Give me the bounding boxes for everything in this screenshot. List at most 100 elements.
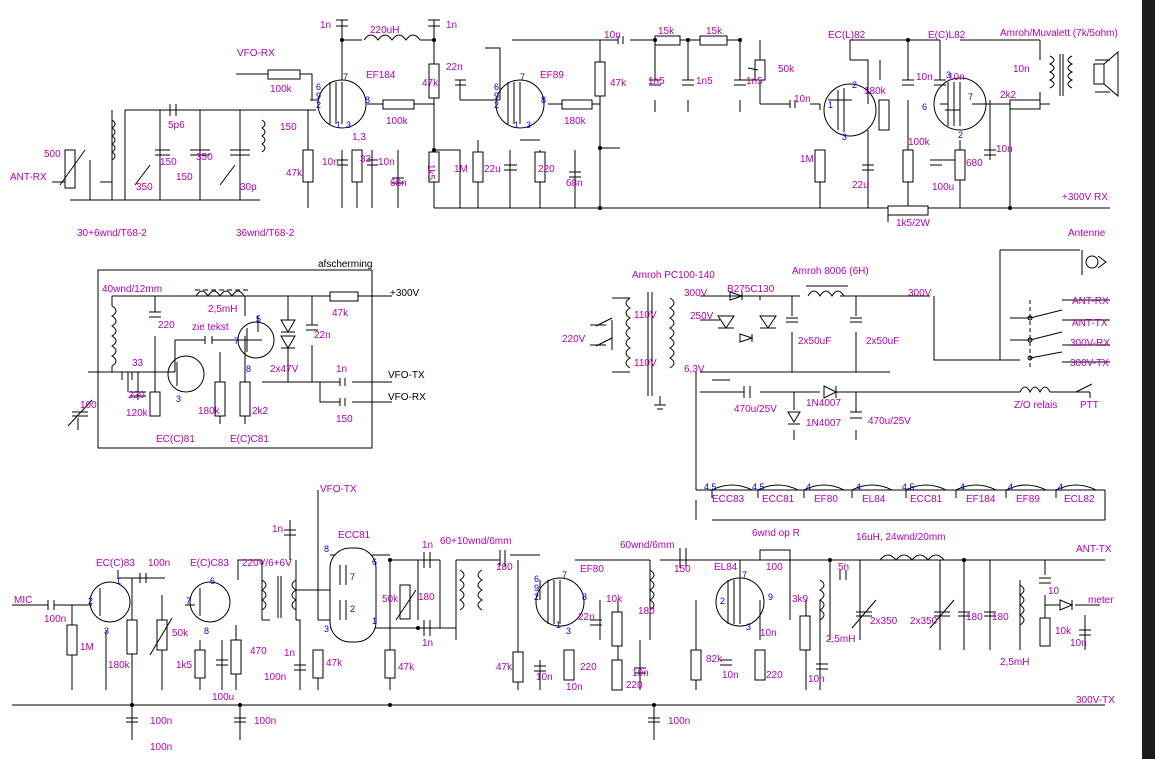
tx-mod-pin-2: 7 xyxy=(186,596,191,606)
rx-audio1-part-6: 10n xyxy=(916,72,933,83)
tx-mic-pin-2: 2 xyxy=(88,596,93,606)
vfo-pin-2: 7 xyxy=(234,336,239,346)
tx-meter-label: meter xyxy=(1088,595,1114,606)
rx-mixer-pin-2: 6 xyxy=(316,82,321,92)
psu-transformer-label: Amroh PC100-140 xyxy=(632,270,715,281)
tx-mod-pin-1: 6 xyxy=(210,576,215,586)
heater-pins-3: 4 xyxy=(806,482,811,492)
rx-audio2-part-6: 1k5/2W xyxy=(896,218,930,229)
rx-audio2-tube-label: E(C)L82 xyxy=(928,30,966,41)
rx-trimmer-label-4: 150 xyxy=(160,157,177,168)
rx-audio2-pin-1: 3 xyxy=(946,70,951,80)
vfo-part-5: 120k xyxy=(126,408,149,419)
rx-audio1-tube-label: EC(L)82 xyxy=(828,30,866,41)
rx-mixer-pin-3: 9 xyxy=(316,91,321,101)
heater-chain xyxy=(711,484,1105,521)
tx-bypass-3: 100n xyxy=(254,716,276,727)
psu-mains-label: 220V xyxy=(562,334,586,345)
rx-trimmer-label-7: 150 xyxy=(280,122,297,133)
tx-pa-part-6: 10n xyxy=(808,674,825,685)
vfo-part-12: 150 xyxy=(336,414,353,425)
tx-drv-pin-2: 6 xyxy=(534,574,539,584)
vfo-pin-3: 8 xyxy=(246,364,251,374)
tx-mic-label: MIC xyxy=(14,595,32,606)
vfo-shield-label: afscherming xyxy=(318,259,372,270)
tx-meter-part-2: 10n xyxy=(1070,638,1087,649)
heater-tube-4: EL84 xyxy=(862,494,886,505)
tx-balmod-part-8: 1n xyxy=(422,638,433,649)
tx-tank-cap-2: 2x350 xyxy=(870,616,898,627)
rx-mixer-pin-1: 7 xyxy=(343,72,348,82)
rx-audio2-part-2: 680 xyxy=(966,158,983,169)
tx-choke-1: 2,5mH xyxy=(826,634,855,645)
rx-trimmer-label-2: 350 xyxy=(136,182,153,193)
psu-ant-tx-label: ANT-TX xyxy=(1072,318,1108,329)
rx-filter-pot: 50k xyxy=(778,64,795,75)
tx-mod-amp-tube: E(C)C83 xyxy=(190,558,229,569)
tx-rail-label: 300V-TX xyxy=(1076,695,1115,706)
psu-out-label: 300V xyxy=(908,288,932,299)
tx-pa-pin-3: 2 xyxy=(720,596,725,606)
tx-driver-tube: EF80 xyxy=(580,564,604,575)
rx-junctions xyxy=(340,38,1012,210)
psu-cap-1: 2x50uF xyxy=(798,336,831,347)
tx-pa-pin-2: 9 xyxy=(768,592,773,602)
psu-ptt-label: PTT xyxy=(1080,400,1099,411)
tx-bm-pin-3: 7 xyxy=(350,572,355,582)
tx-drv-pin-7: 3 xyxy=(566,626,571,636)
rx-input-pot-label: 500 xyxy=(44,149,61,160)
vfo-part-2: 33 xyxy=(132,358,144,369)
heater-tube-5: ECC81 xyxy=(910,494,943,505)
rx-ifamp-pin-1: 7 xyxy=(520,72,525,82)
rx-mixer-part-10: 100k xyxy=(386,116,409,127)
rx-tube-pins: 7 6 9 2 8 1 3 7 6 9 2 8 1 3 1 2 3 3 6 7 … xyxy=(316,70,973,142)
tx-driver-part-10: 220 xyxy=(626,680,643,691)
tx-mod-amp-part-3: 470 xyxy=(250,646,267,657)
rx-audio1-part-3: 180k xyxy=(864,86,887,97)
tx-balmod-part-6: 180 xyxy=(418,592,435,603)
psu-ant-rx-label: ANT-RX xyxy=(1072,296,1109,307)
rx-mixer-part-13: 22n xyxy=(446,62,463,73)
rx-mixer-part-11: 47k xyxy=(422,78,439,89)
heater-tube-3: EF80 xyxy=(814,494,838,505)
vfo-components xyxy=(67,289,359,427)
tx-tube-pins: 1 2 3 6 7 8 8 6 7 2 3 1 7 6 9 2 8 1 3 7 … xyxy=(88,544,773,636)
vfo-part-7: 2k2 xyxy=(252,406,269,417)
vfo-part-3: 220 xyxy=(128,390,145,401)
heater-pins-1: 4,5 xyxy=(704,482,717,492)
tx-balmod-part-4: 47k xyxy=(398,662,415,673)
rx-filter-c1: 1n5 xyxy=(648,76,665,87)
tx-drv-pin-1: 7 xyxy=(562,570,567,580)
psu-tap-1: 110V xyxy=(634,310,657,321)
tx-bm-pin-5: 3 xyxy=(324,624,329,634)
rx-mixer-pin-4: 2 xyxy=(316,100,321,110)
vfo-supply-label: +300V xyxy=(390,288,420,299)
rx-audio1-pin-2: 2 xyxy=(852,80,857,90)
rx-ifamp-pin-6: 1 xyxy=(514,120,519,130)
rx-ifamp-pin-7: 3 xyxy=(526,120,531,130)
rx-vfo-in-label: VFO-RX xyxy=(237,48,275,59)
rx-mixer-part-5: 47k xyxy=(286,168,303,179)
vfo-pin-4: 3 xyxy=(176,394,181,404)
rx-mixer-part-3: 220uH xyxy=(370,25,399,36)
rx-speaker-label: Amroh/Muvalett (7k/5ohm) xyxy=(1000,28,1118,39)
rx-labels: ANT-RX 500 30+6wnd/T68-2 36wnd/T68-2 350… xyxy=(10,20,1118,239)
tx-tank: 16uH, 24wnd/20mm xyxy=(856,532,946,543)
psu-cap-3: 470u/25V xyxy=(734,404,777,415)
vfo-part-10: 2x47V xyxy=(270,364,299,375)
tx-driver-part-1: 180 xyxy=(496,562,513,573)
tx-vfo-in: VFO-TX xyxy=(320,484,357,495)
tx-driver-part-3: 10n xyxy=(536,672,553,683)
tx-labels: MIC EC(C)83 100n 1M 180k 100n 50k E(C)C8… xyxy=(14,484,1115,753)
rx-filter-r1: 15k xyxy=(658,26,675,37)
rx-trimmer-label-1: 350 xyxy=(196,152,213,163)
rx-audio1-part-1: 1M xyxy=(800,154,814,165)
rx-ifamp-tube-label: EF89 xyxy=(540,70,564,81)
tx-mic-amp-part-5: 50k xyxy=(172,628,189,639)
tx-tank-cap-5: 180 xyxy=(992,612,1009,623)
psu-components xyxy=(595,250,1107,425)
psu-relay-label: Z/O relais xyxy=(1014,400,1057,411)
rx-ant-label: ANT-RX xyxy=(10,172,47,183)
tx-pa-coil: 6wnd op R xyxy=(752,528,800,539)
tx-drv-pin-4: 2 xyxy=(534,592,539,602)
